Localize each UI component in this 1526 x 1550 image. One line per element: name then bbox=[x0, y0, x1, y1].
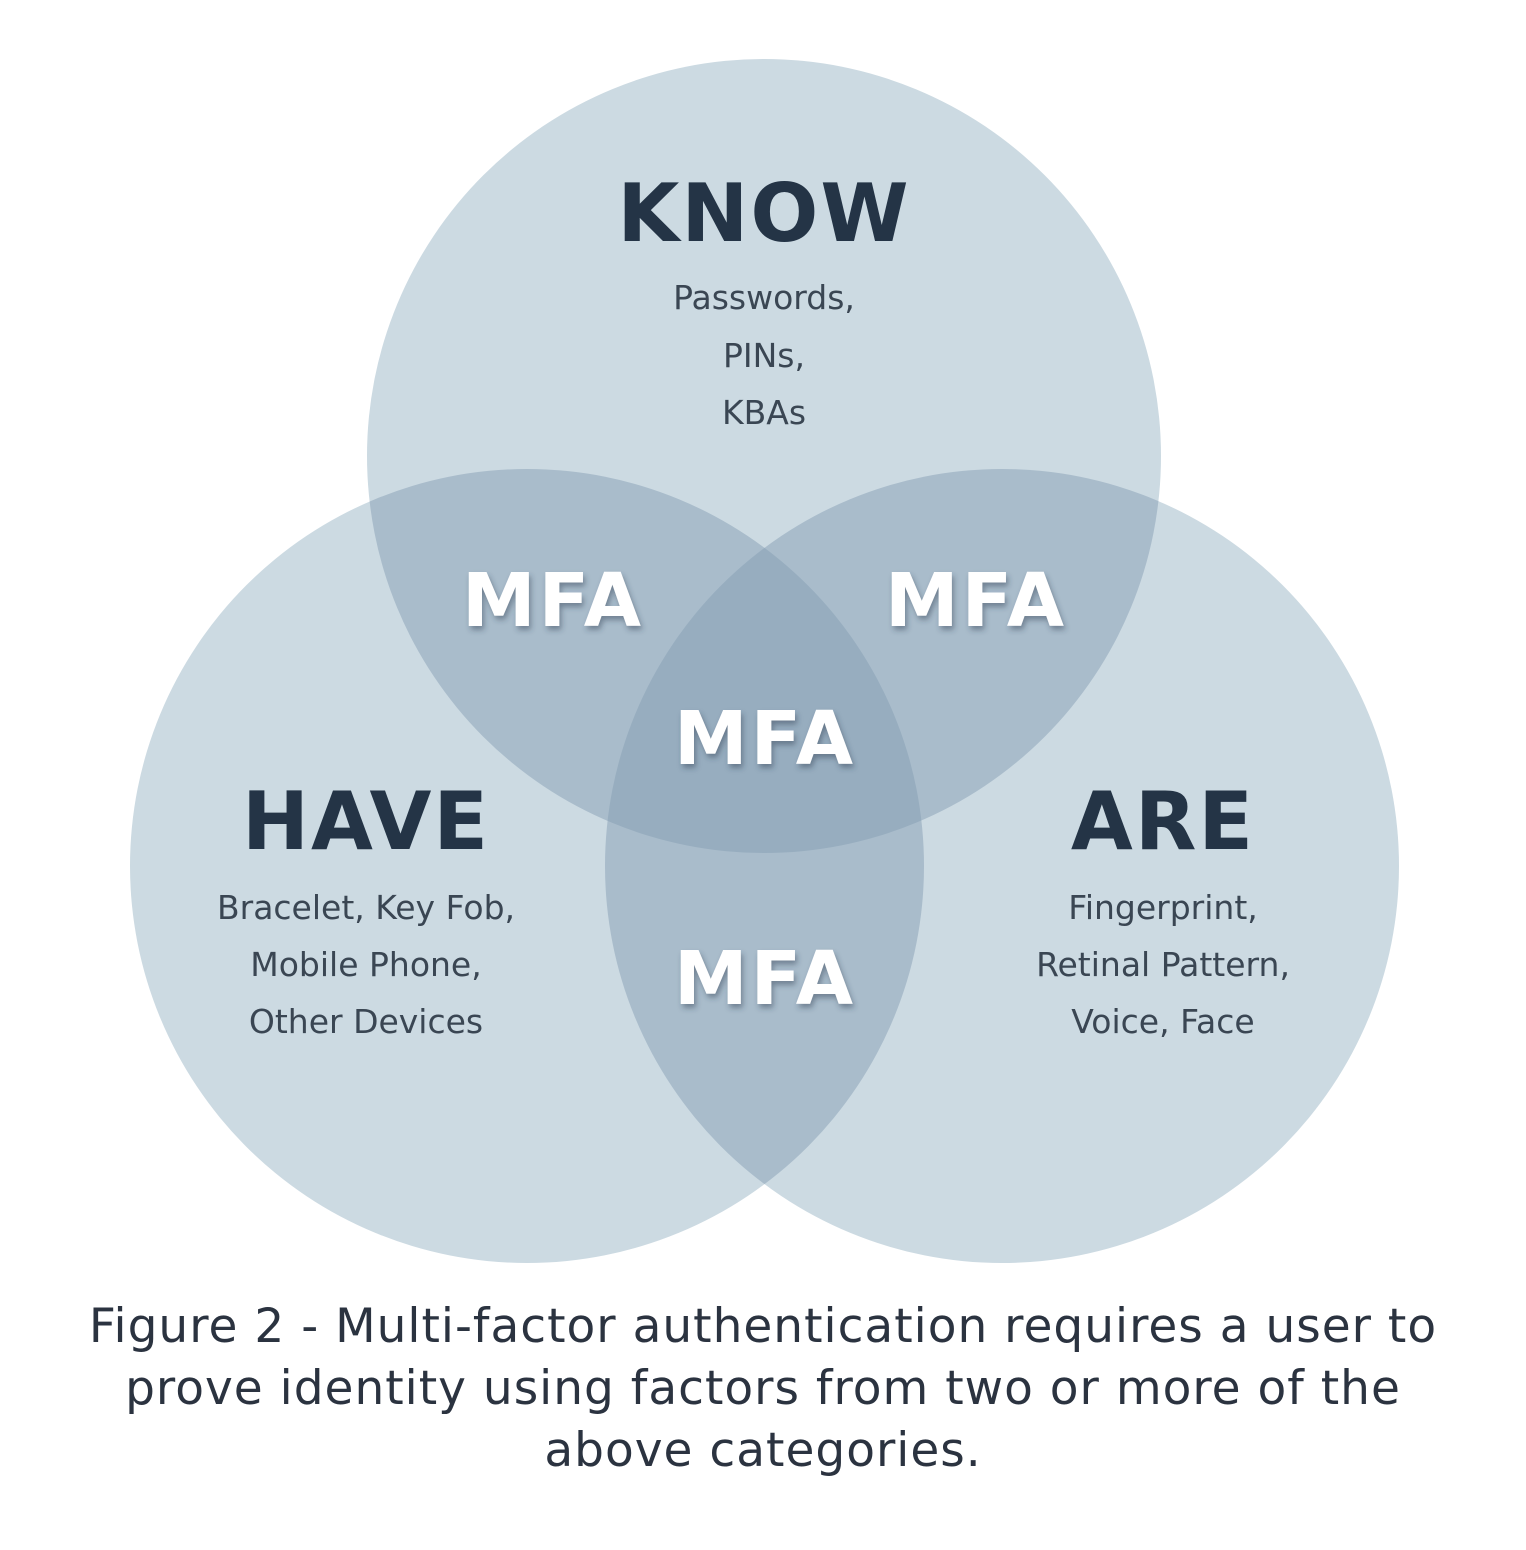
are-item: Retinal Pattern, bbox=[1036, 945, 1290, 984]
are-title: ARE bbox=[1071, 775, 1255, 868]
are-item: Voice, Face bbox=[1071, 1002, 1254, 1041]
are-item: Fingerprint, bbox=[1068, 888, 1258, 927]
know-title: KNOW bbox=[617, 167, 910, 260]
know-item: KBAs bbox=[722, 393, 806, 432]
venn-diagram: KNOW Passwords, PINs, KBAs HAVE Bracelet… bbox=[130, 59, 1399, 1263]
know-item: Passwords, bbox=[673, 278, 855, 317]
mfa-label-know-are: MFA bbox=[885, 558, 1067, 644]
have-item: Other Devices bbox=[249, 1002, 483, 1041]
mfa-label-know-have: MFA bbox=[462, 558, 644, 644]
have-item: Bracelet, Key Fob, bbox=[217, 888, 515, 927]
mfa-label-center: MFA bbox=[674, 696, 856, 782]
have-item: Mobile Phone, bbox=[250, 945, 481, 984]
have-title: HAVE bbox=[242, 775, 490, 868]
overlap-center bbox=[605, 469, 924, 853]
mfa-label-have-are: MFA bbox=[674, 936, 856, 1022]
know-item: PINs, bbox=[723, 336, 805, 375]
figure-caption: Figure 2 - Multi-factor authentication r… bbox=[88, 1299, 1438, 1478]
